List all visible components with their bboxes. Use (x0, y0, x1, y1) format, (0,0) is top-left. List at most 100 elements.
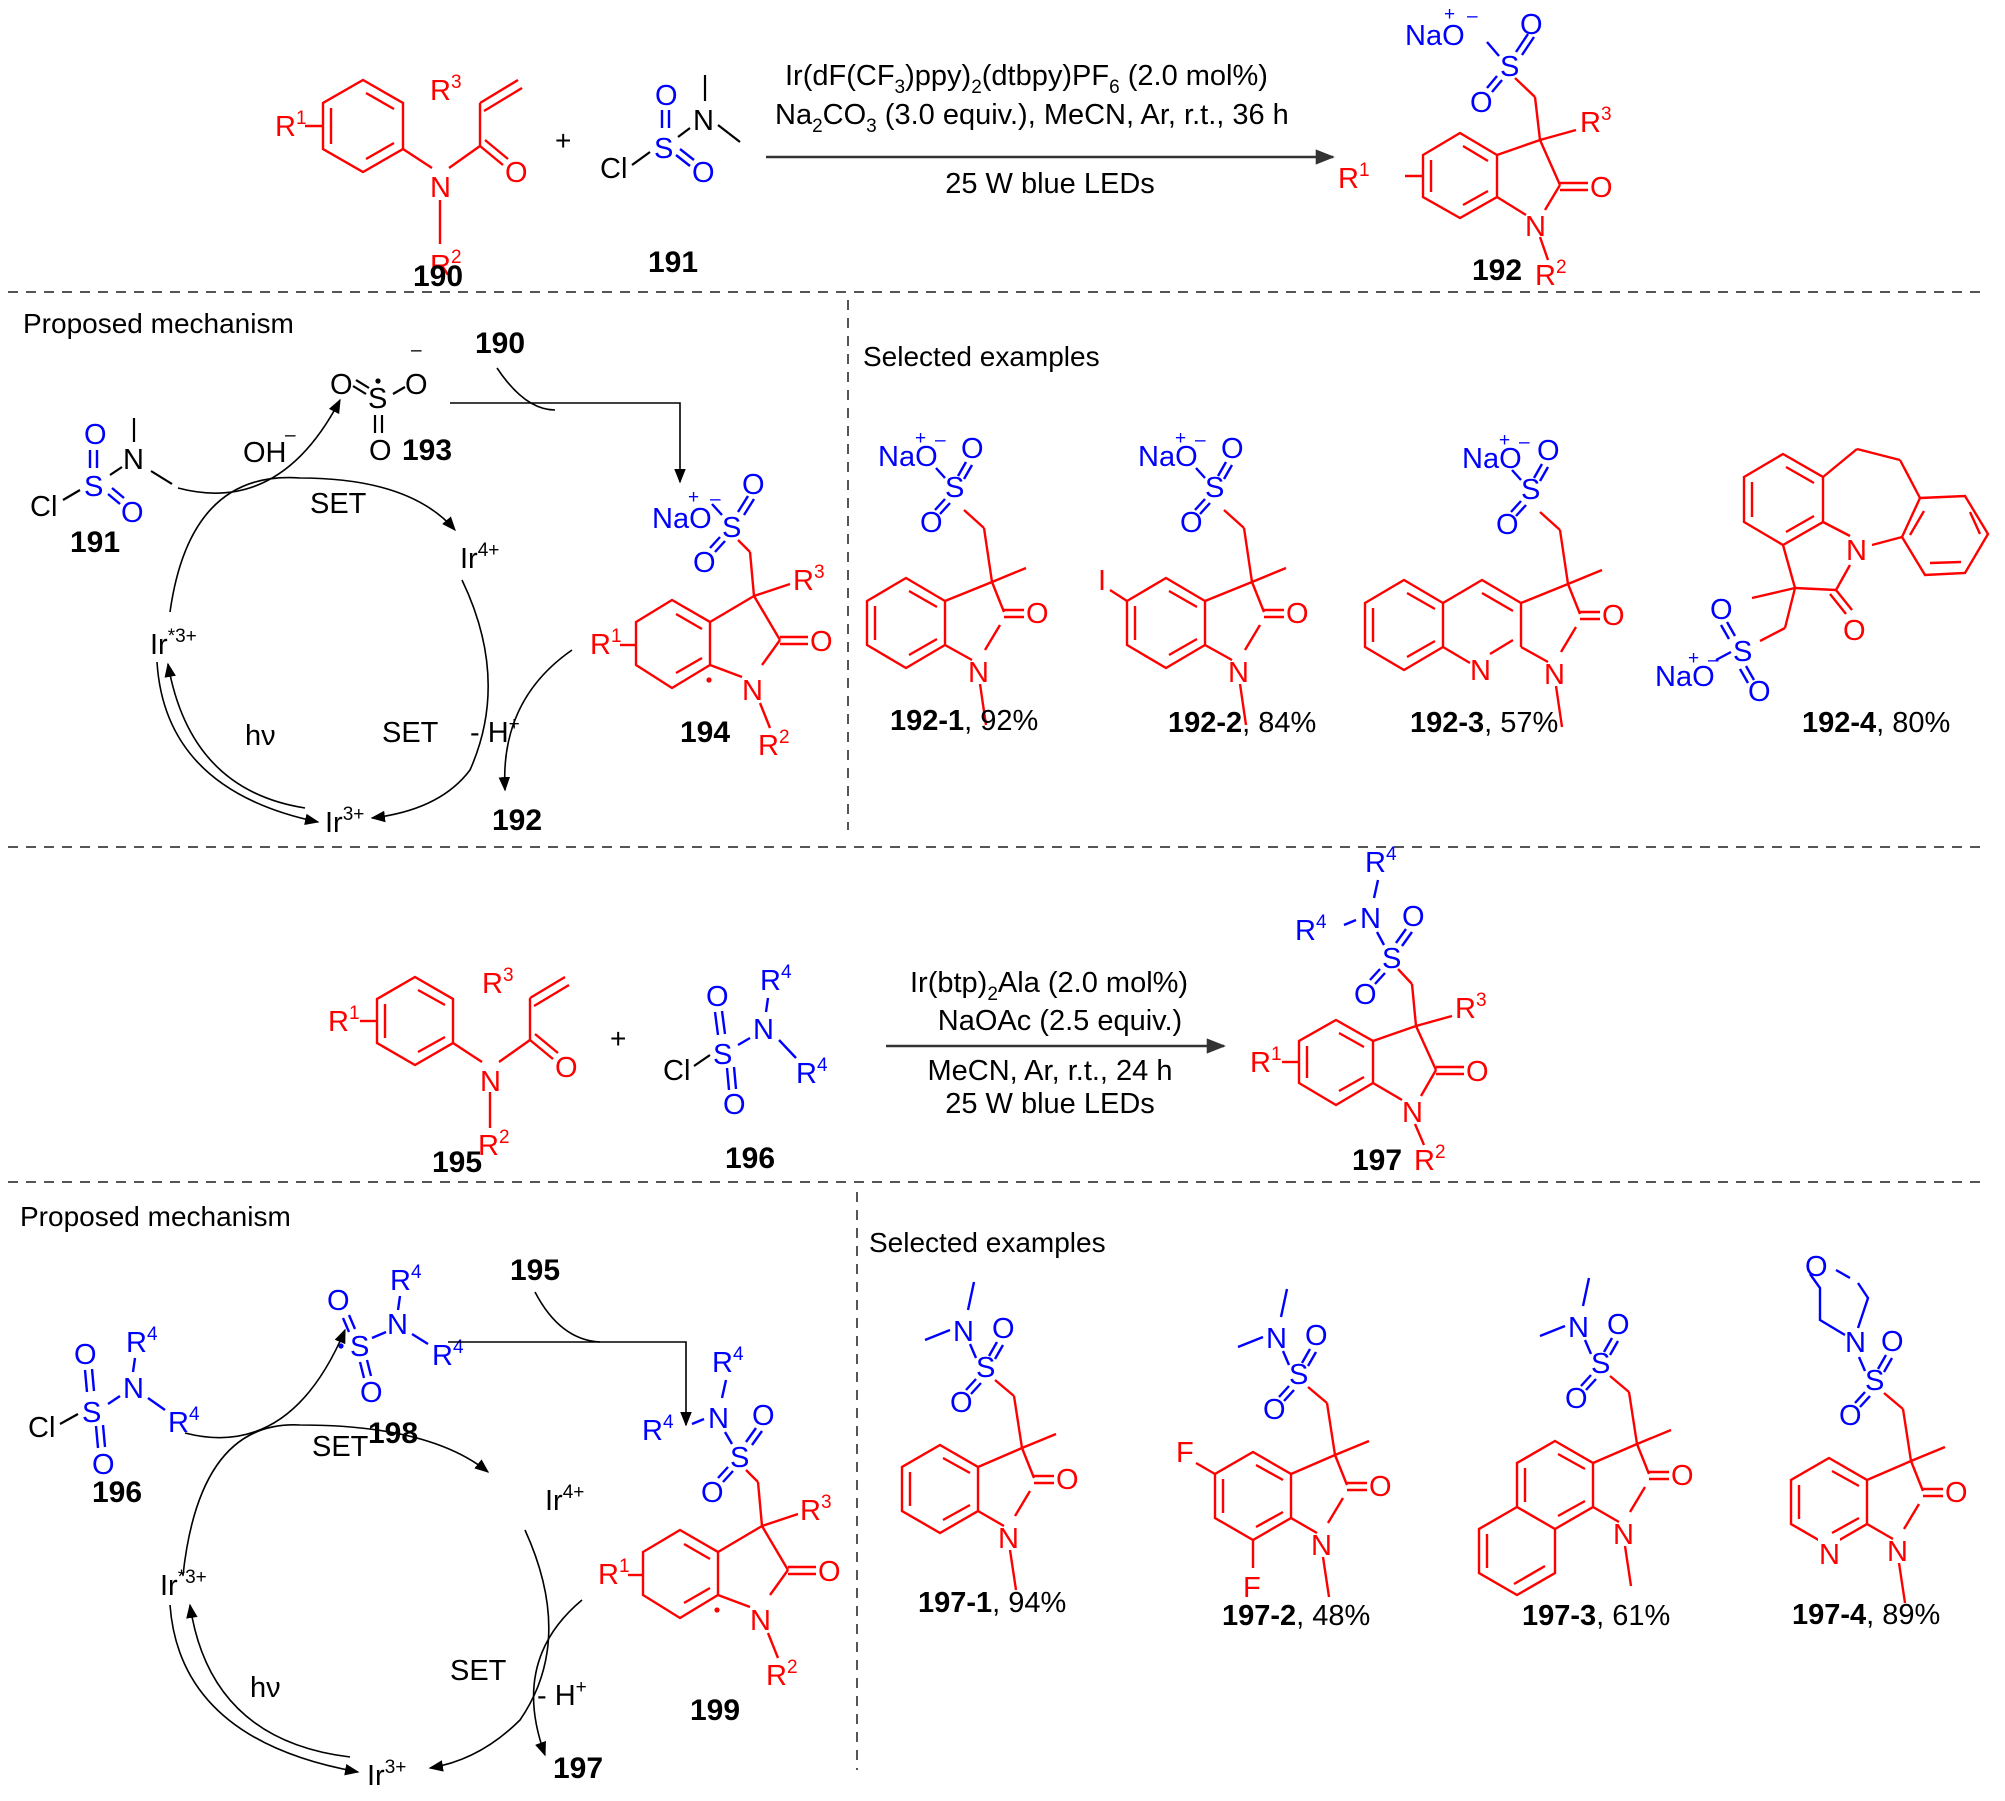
light-source-text: 25 W blue LEDs (945, 168, 1155, 200)
svg-text:O: O (1839, 1400, 1862, 1432)
example-caption: 197-3, 61% (1522, 1600, 1670, 1632)
svg-text:O: O (1602, 600, 1625, 632)
svg-text:S: S (713, 1039, 732, 1071)
svg-text:N: N (1887, 1536, 1908, 1568)
svg-text:R4: R4 (1295, 912, 1327, 947)
svg-text:R4: R4 (390, 1262, 422, 1297)
minus-h-label: - H+ (470, 714, 520, 749)
solvent-text-2: MeCN, Ar, r.t., 24 h (928, 1055, 1173, 1087)
mechanism-title-1: Proposed mechanism (23, 308, 294, 339)
compound-id-191: 191 (648, 246, 698, 279)
svg-text:R4: R4 (1365, 844, 1397, 879)
svg-text:O: O (950, 1387, 973, 1419)
svg-text:O: O (555, 1052, 578, 1084)
plus-sign-1: + (555, 125, 571, 156)
svg-text:N: N (1846, 535, 1867, 567)
svg-text:R1: R1 (590, 626, 622, 661)
svg-text:–: – (1467, 6, 1478, 27)
r1-label: R1 (275, 108, 307, 143)
svg-text:O: O (1470, 87, 1493, 119)
compound-196: Cl S O O N R4 R4 196 (663, 962, 828, 1175)
svg-text:R2: R2 (1535, 257, 1567, 292)
svg-text:N: N (1613, 1519, 1634, 1551)
mech1-compound-193: O S O – O 193 (330, 340, 452, 467)
svg-text:R4: R4 (760, 962, 792, 997)
svg-text:F: F (1176, 1437, 1194, 1469)
svg-text:+: + (915, 428, 926, 449)
compound-195: R1 N O R3 R2 195 (328, 965, 578, 1179)
svg-text:R1: R1 (598, 1556, 630, 1591)
svg-text:R4: R4 (796, 1055, 828, 1090)
example-197-1: O N S O O N 197-1, 94% (900, 1281, 1079, 1619)
svg-text:+: + (1499, 430, 1510, 451)
svg-text:N: N (968, 657, 989, 689)
svg-text:S: S (368, 383, 387, 415)
compound-190: R1 N O R3 R2 190 (275, 72, 528, 293)
hydroxide-label: OH (243, 437, 287, 469)
svg-text:Cl: Cl (28, 1412, 55, 1444)
svg-text:R4: R4 (712, 1344, 744, 1379)
example-192-3: O N N S O O NaO + – 192-3, 57% (1363, 430, 1625, 739)
dividers (8, 291, 1980, 1770)
svg-text:O: O (1671, 1460, 1694, 1492)
species-191: 191 (70, 526, 120, 559)
example-192-1: O N S O O NaO + – 192-1, 92% (865, 428, 1049, 737)
svg-text:Cl: Cl (600, 153, 627, 185)
svg-text:O: O (655, 80, 678, 112)
svg-text:N: N (1525, 211, 1546, 243)
species-195-ref: 195 (510, 1254, 560, 1287)
species-198: 198 (368, 1417, 418, 1450)
svg-text:S: S (1205, 472, 1224, 504)
svg-text:O: O (1263, 1394, 1286, 1426)
example-197-4: O N N S O O N O 197-4, 89% (1789, 1251, 1968, 1631)
svg-text:O: O (1026, 598, 1049, 630)
svg-text:O: O (1590, 172, 1613, 204)
svg-text:–: – (1195, 430, 1206, 451)
svg-text:S: S (945, 472, 964, 504)
compound-id-195: 195 (432, 1146, 482, 1179)
svg-text:R2: R2 (766, 1657, 798, 1692)
svg-text:R4: R4 (642, 1412, 674, 1447)
svg-text:O: O (84, 419, 107, 451)
r3-label: R3 (430, 72, 462, 107)
svg-text:+: + (688, 487, 699, 508)
example-caption: 192-2, 84% (1168, 707, 1316, 739)
svg-text:O: O (1881, 1326, 1904, 1358)
svg-text:O: O (1748, 676, 1771, 708)
svg-text:S: S (350, 1331, 369, 1363)
svg-text:S: S (654, 133, 673, 165)
compound-id-190: 190 (413, 260, 463, 293)
mechanism-2: Proposed mechanism Cl S O O N R4 R4 196 … (20, 1201, 841, 1792)
species-193: 193 (402, 434, 452, 467)
svg-text:O: O (327, 1285, 350, 1317)
svg-text:S: S (1500, 51, 1519, 83)
example-caption: 192-4, 80% (1802, 707, 1950, 739)
svg-text:O: O (1565, 1383, 1588, 1415)
compound-197: R1 R3 O N R2 S O O N R4 R4 197 (1250, 844, 1489, 1177)
mech2-compound-198: O S N R4 R4 O 198 (327, 1262, 464, 1450)
svg-text:O: O (1537, 435, 1560, 467)
svg-text:O: O (360, 1377, 383, 1409)
set-label-top: SET (310, 488, 367, 520)
svg-text:I: I (1098, 565, 1106, 597)
svg-text:O: O (752, 1400, 775, 1432)
svg-text:O: O (1221, 433, 1244, 465)
svg-text:O: O (742, 469, 765, 501)
svg-text:N: N (1228, 657, 1249, 689)
svg-text:O: O (121, 497, 144, 529)
svg-text:N: N (750, 1605, 771, 1637)
svg-text:–: – (1708, 650, 1719, 671)
svg-text:O: O (1466, 1056, 1489, 1088)
svg-text:O: O (1180, 507, 1203, 539)
svg-text:N: N (123, 444, 144, 476)
examples-title-1: Selected examples (863, 341, 1100, 372)
svg-text:N: N (1311, 1530, 1332, 1562)
svg-text:O: O (1710, 594, 1733, 626)
svg-text:O: O (1305, 1320, 1328, 1352)
base-solvent-text: Na2CO3 (3.0 equiv.), MeCN, Ar, r.t., 36 … (775, 99, 1289, 137)
base-text-2: NaOAc (2.5 equiv.) (938, 1005, 1182, 1037)
example-caption: 197-1, 94% (918, 1587, 1066, 1619)
n-atom: N (430, 172, 451, 204)
svg-text:O: O (92, 1449, 115, 1481)
svg-text:N: N (998, 1523, 1019, 1555)
